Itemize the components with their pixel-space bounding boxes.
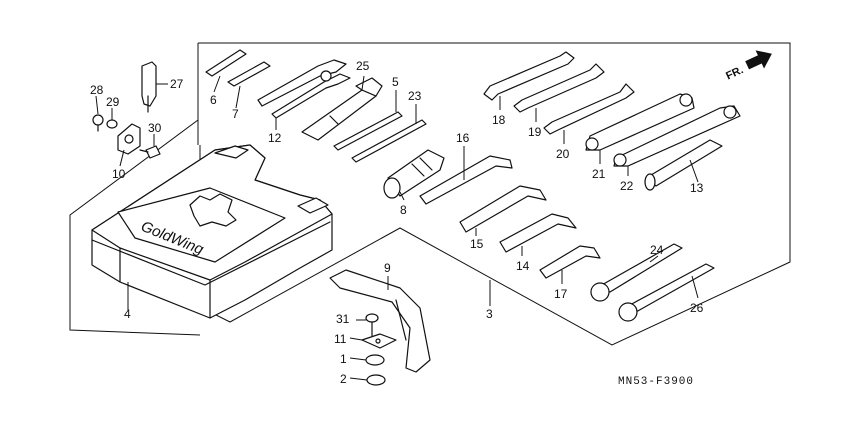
wrench-18	[483, 51, 575, 101]
callout-27: 27	[170, 77, 184, 91]
callout-15: 15	[470, 237, 484, 251]
arrow-right-icon	[745, 50, 772, 70]
callout-3: 3	[486, 307, 493, 321]
hex-key-15	[459, 185, 547, 233]
tool-box: GoldWing	[91, 144, 333, 319]
callout-20: 20	[556, 147, 570, 161]
tool-box-boundary	[69, 119, 201, 336]
screwdriver-blade-6	[205, 49, 247, 77]
strap-9	[329, 269, 431, 373]
hex-key-17	[539, 245, 601, 279]
box-wrench-21	[585, 93, 695, 151]
callout-31: 31	[336, 312, 350, 326]
callout-5: 5	[392, 75, 399, 89]
callout-labels: 1 2 3 4 5 6 7 8 9 10 11 12 13 14 15 16 1…	[90, 59, 704, 386]
callout-9: 9	[384, 261, 391, 275]
nut-2	[366, 374, 386, 386]
callout-25: 25	[356, 59, 370, 73]
callout-18: 18	[492, 113, 506, 127]
callout-11: 11	[334, 332, 347, 346]
callout-19: 19	[528, 125, 542, 139]
callout-6: 6	[210, 93, 217, 107]
hex-key-14	[499, 213, 577, 253]
leader-lines	[95, 75, 699, 381]
spark-plug-wrench-8	[383, 149, 445, 199]
washer-29	[106, 119, 118, 129]
front-direction-marker: FR.	[724, 50, 772, 82]
callout-21: 21	[592, 167, 606, 181]
wrench-20	[543, 83, 635, 135]
screwdriver-shaft-23	[351, 119, 427, 163]
callout-17: 17	[554, 287, 568, 301]
front-direction-label: FR.	[724, 64, 745, 82]
callout-1: 1	[340, 352, 347, 366]
box-wrench-22	[613, 105, 741, 167]
callout-7: 7	[232, 107, 239, 121]
callout-12: 12	[268, 131, 282, 145]
screwdriver-shaft-5	[333, 111, 403, 151]
callout-2: 2	[340, 372, 347, 386]
bolt-31	[365, 313, 379, 337]
grip-13	[644, 139, 723, 191]
callout-16: 16	[456, 131, 470, 145]
screwdriver-blade-7	[227, 61, 271, 87]
hex-key-16	[419, 155, 513, 205]
screwdriver-handle-25	[301, 77, 383, 141]
washer-1	[365, 354, 385, 366]
callout-4: 4	[124, 307, 131, 321]
bolt-30	[139, 145, 161, 159]
callout-23: 23	[408, 89, 422, 103]
part-code: MN53-F3900	[618, 376, 694, 388]
callout-29: 29	[106, 95, 120, 109]
callout-10: 10	[112, 167, 126, 181]
bracket-10	[117, 123, 141, 155]
wrench-19	[513, 63, 605, 113]
screw-28	[92, 114, 104, 132]
callout-26: 26	[690, 301, 704, 315]
plate-11	[361, 333, 397, 349]
callout-28: 28	[90, 83, 104, 97]
callout-14: 14	[516, 259, 530, 273]
callout-30: 30	[148, 121, 162, 135]
pin-spanner-24	[590, 243, 683, 302]
callout-24: 24	[650, 243, 664, 257]
callout-8: 8	[400, 203, 407, 217]
pin-27	[141, 61, 157, 113]
pliers-12	[257, 59, 351, 119]
callout-22: 22	[620, 179, 634, 193]
callout-13: 13	[690, 181, 704, 195]
